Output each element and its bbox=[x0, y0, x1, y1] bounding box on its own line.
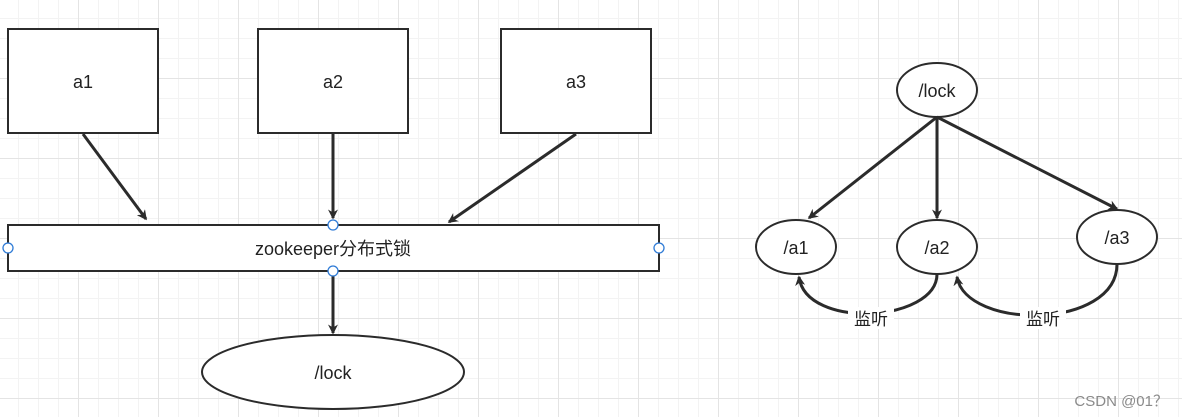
root-lock-label: /lock bbox=[918, 81, 956, 101]
watermark: CSDN @01？ bbox=[1074, 393, 1168, 410]
arrow-a1-to-lock-bar[interactable] bbox=[81, 133, 148, 221]
client-label-a1: a1 bbox=[73, 72, 93, 92]
child-node-a1[interactable]: /a1 bbox=[755, 219, 837, 275]
client-box-a3[interactable]: a3 bbox=[500, 28, 652, 134]
arrow-root-to-a1[interactable] bbox=[807, 115, 938, 220]
lock-bar[interactable]: zookeeper分布式锁 bbox=[7, 224, 660, 272]
connection-handle-top[interactable] bbox=[327, 219, 339, 231]
child-node-a2[interactable]: /a2 bbox=[896, 219, 978, 275]
connection-handle-right[interactable] bbox=[653, 242, 665, 254]
left-diagram: a1 a2 a3 zookeeper分布式锁 /lock bbox=[2, 28, 665, 410]
svg-text:监听: 监听 bbox=[1026, 310, 1060, 329]
root-lock-node[interactable]: /lock bbox=[896, 62, 978, 118]
client-label-a2: a2 bbox=[323, 72, 343, 92]
lock-node-ellipse[interactable]: /lock bbox=[201, 334, 465, 410]
arrow-root-to-a3[interactable] bbox=[936, 115, 1119, 211]
right-diagram: /lock /a1 /a2 /a3 监听 监听 bbox=[755, 62, 1158, 329]
lock-bar-label: zookeeper分布式锁 bbox=[255, 239, 411, 259]
arrow-a3-to-lock-bar[interactable] bbox=[447, 132, 577, 224]
client-label-a3: a3 bbox=[566, 72, 586, 92]
child-label-a2: /a2 bbox=[924, 238, 949, 258]
connection-handle-bottom[interactable] bbox=[327, 265, 339, 277]
watch-label-a3-a2: 监听 bbox=[1020, 307, 1066, 329]
child-label-a1: /a1 bbox=[783, 238, 808, 258]
watch-label-a2-a1: 监听 bbox=[848, 307, 894, 329]
client-box-a1[interactable]: a1 bbox=[7, 28, 159, 134]
svg-text:监听: 监听 bbox=[854, 310, 888, 329]
connection-handle-left[interactable] bbox=[2, 242, 14, 254]
client-box-a2[interactable]: a2 bbox=[257, 28, 409, 134]
child-node-a3[interactable]: /a3 bbox=[1076, 209, 1158, 265]
lock-node-label: /lock bbox=[314, 363, 352, 383]
child-label-a3: /a3 bbox=[1104, 228, 1129, 248]
